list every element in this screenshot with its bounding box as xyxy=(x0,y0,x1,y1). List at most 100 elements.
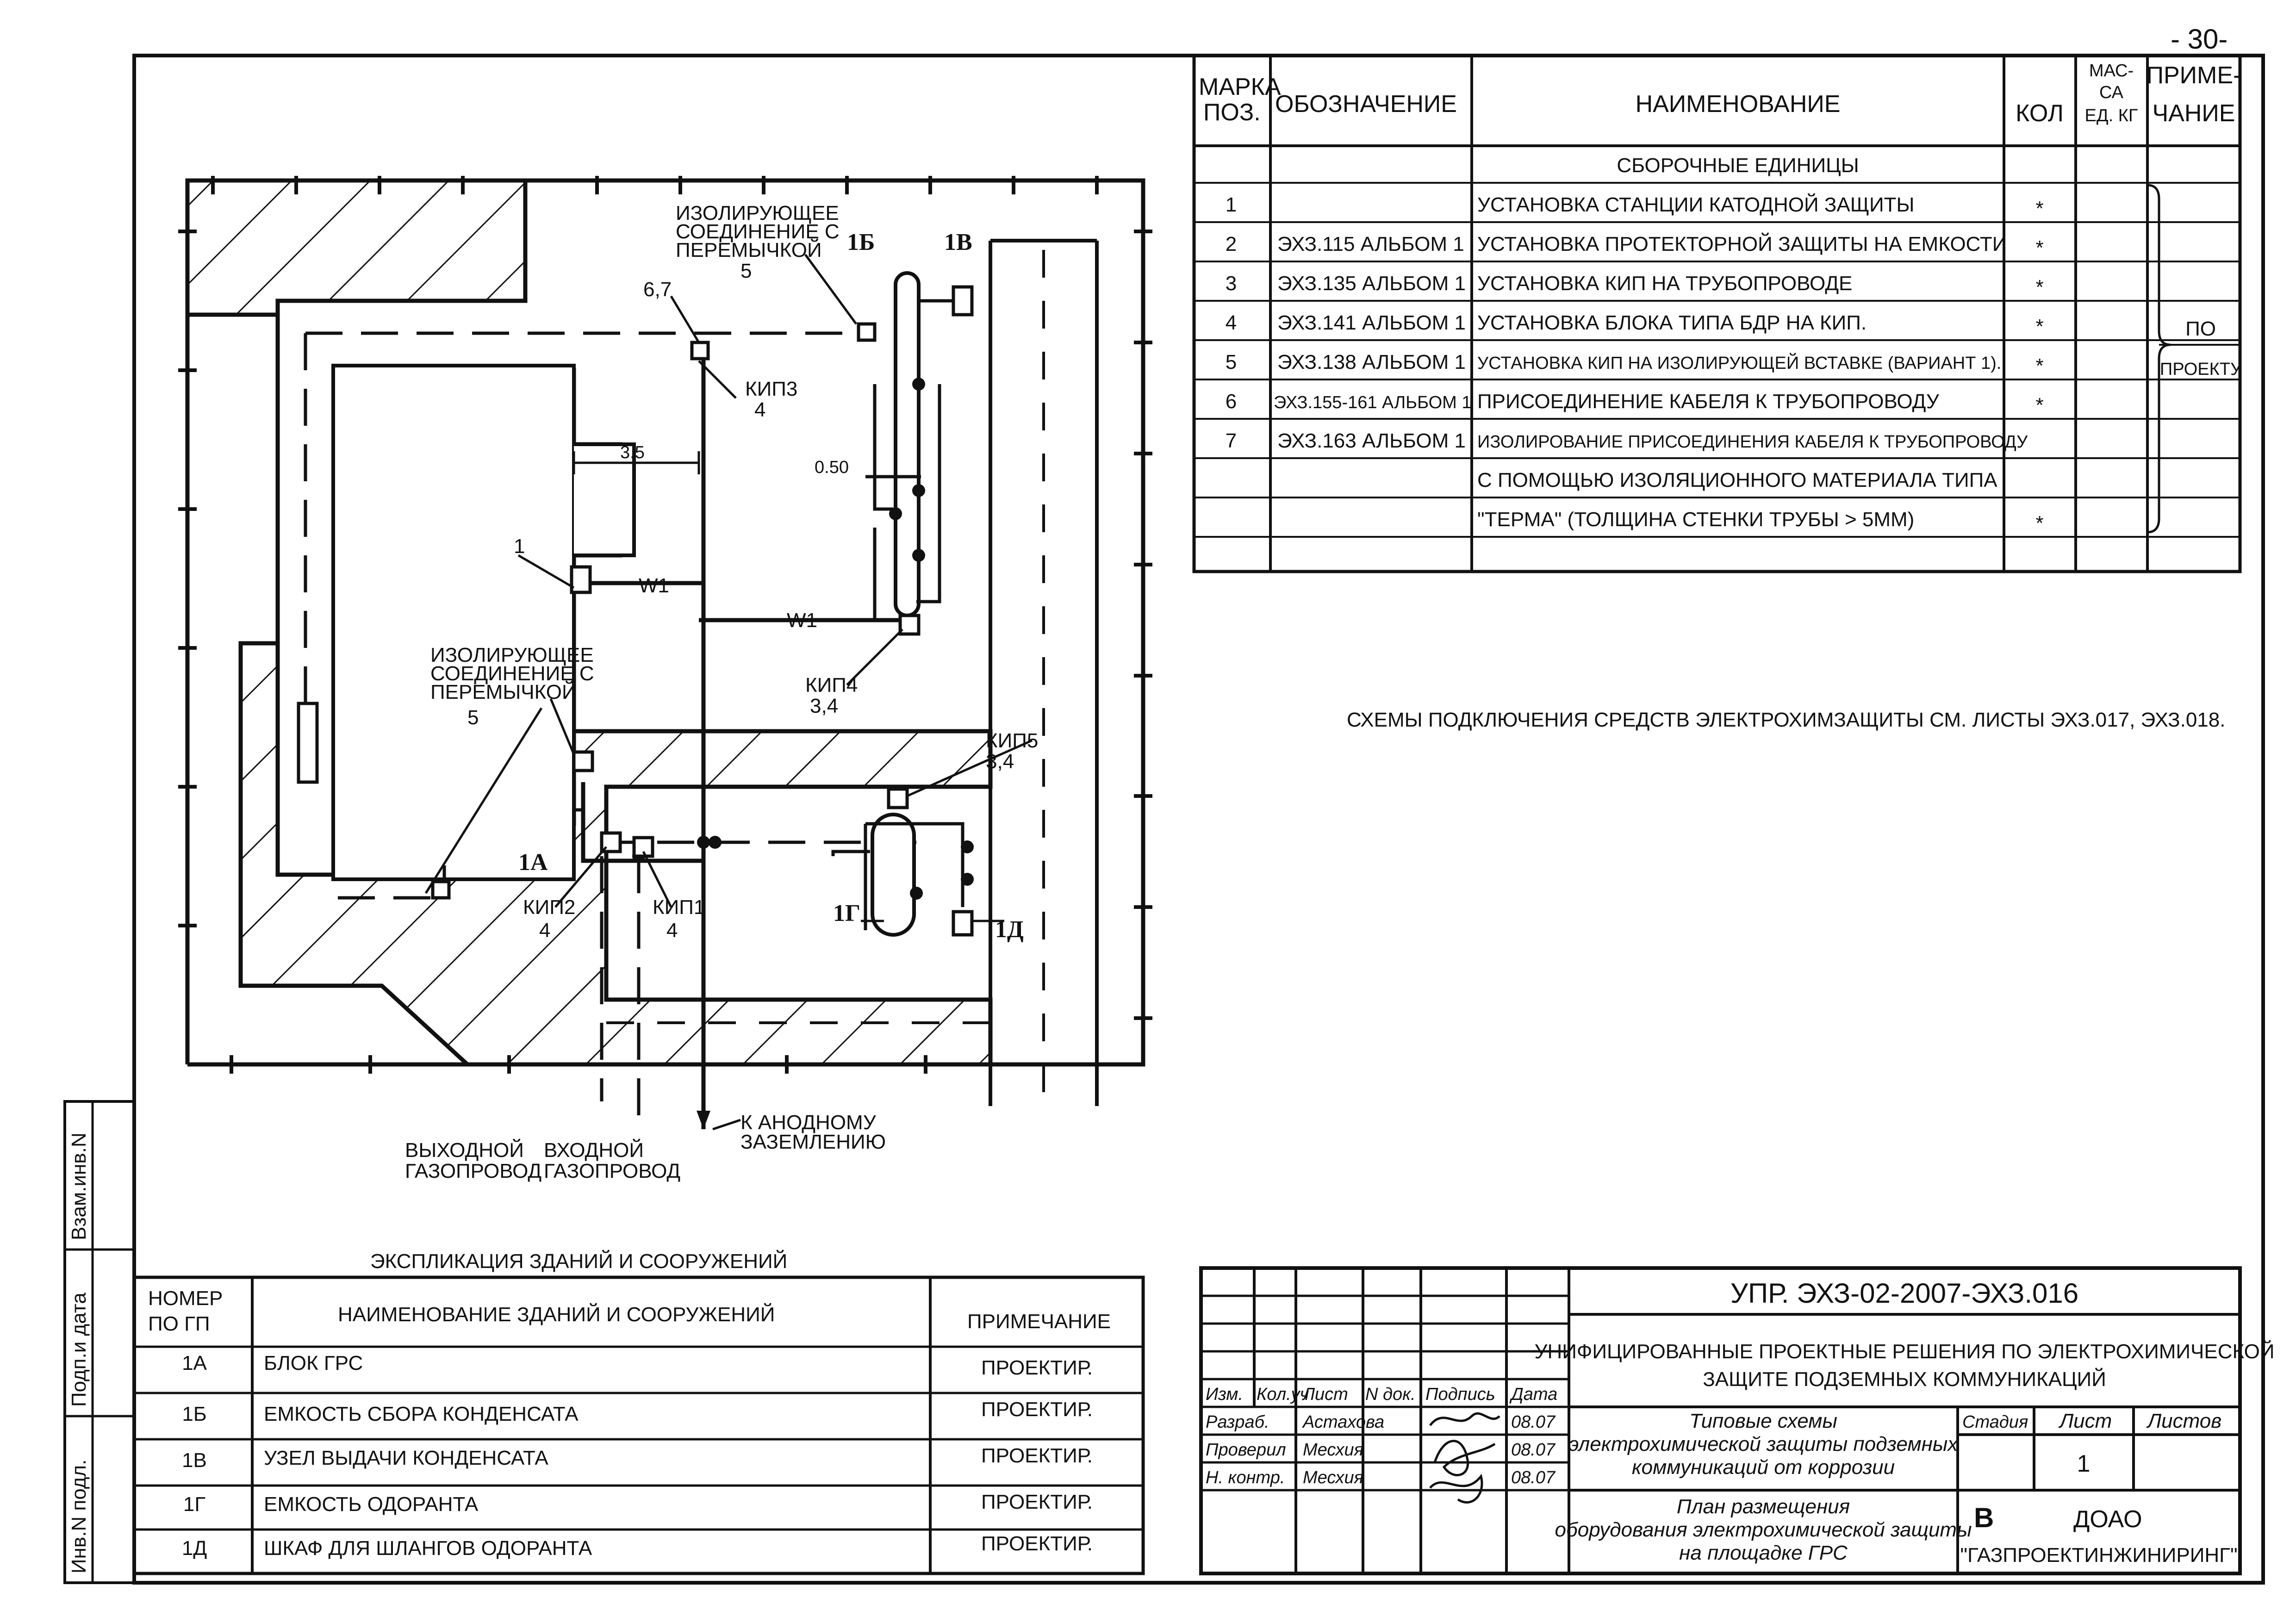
tb-name-3: Месхия xyxy=(1303,1468,1363,1487)
label-6-7: 6,7 xyxy=(643,278,672,301)
tb-project-1: УНИФИЦИРОВАННЫЕ ПРОЕКТНЫЕ РЕШЕНИЯ ПО ЭЛЕ… xyxy=(1535,1339,2275,1363)
kip4-box xyxy=(898,614,921,636)
spec-note-brace xyxy=(2147,184,2171,534)
kip1-label-2: 4 xyxy=(666,919,678,942)
tb-project-2: ЗАЩИТЕ ПОДЗЕМНЫХ КОММУНИКАЦИЙ xyxy=(1703,1367,2106,1391)
tb-role-2: Проверил xyxy=(1206,1440,1286,1460)
kip1-label-1: КИП1 xyxy=(653,896,705,919)
kip3-label-2: 4 xyxy=(754,398,765,421)
ins-joint2-label-2: СОЕДИНЕНИЕ С xyxy=(430,662,594,685)
expl-note-3: ПРОЕКТИР. xyxy=(981,1444,1093,1467)
expl-num-2: 1Б xyxy=(182,1403,206,1425)
expl-head-name: НАИМЕНОВАНИЕ ЗДАНИЙ И СООРУЖЕНИЙ xyxy=(338,1302,775,1326)
outlet-label-1: ВЫХОДНОЙ xyxy=(405,1138,524,1162)
w1-a: W1 xyxy=(639,574,669,597)
expl-note-2: ПРОЕКТИР. xyxy=(981,1398,1093,1421)
ins-joint-box-2 xyxy=(857,322,877,342)
tb-col-koluch: Кол.уч xyxy=(1257,1385,1309,1404)
kip3-box xyxy=(690,341,710,361)
kip5-box xyxy=(887,787,909,809)
spec-section-title: СБОРОЧНЫЕ ЕДИНИЦЫ xyxy=(1617,154,1859,177)
expl-name-1: БЛОК ГРС xyxy=(264,1352,363,1374)
label-1b: 1Б xyxy=(847,229,875,255)
spec-qty-9: * xyxy=(2035,512,2043,535)
inlet-label-1: ВХОДНОЙ xyxy=(544,1138,644,1162)
expl-head-num-2: ПО ГП xyxy=(148,1312,210,1335)
inlet-label-2: ГАЗОПРОВОД xyxy=(544,1160,680,1182)
spec-rows: 1 УСТАНОВКА СТАНЦИИ КАТОДНОЙ ЗАЩИТЫ * 2 … xyxy=(1226,193,2044,535)
label-1a: 1А xyxy=(518,849,548,876)
rect-left xyxy=(297,702,319,784)
spec-name-8: С ПОМОЩЬЮ ИЗОЛЯЦИОННОГО МАТЕРИАЛА ТИПА xyxy=(1477,469,1997,491)
tb-sheet-title-3: на площадке ГРС xyxy=(1679,1542,1848,1564)
outlet-label-2: ГАЗОПРОВОД xyxy=(405,1160,541,1182)
kip5-label-2: 3,4 xyxy=(986,750,1014,773)
label-1d: 1Д xyxy=(995,916,1024,943)
tb-sheet-value: 1 xyxy=(2077,1450,2091,1477)
ins-joint-box-3 xyxy=(431,880,451,900)
tb-org-2: "ГАЗПРОЕКТИНЖИНИРИНГ" xyxy=(1960,1544,2237,1567)
tb-name-2: Месхия xyxy=(1303,1440,1363,1460)
hatched-structure xyxy=(185,178,993,1067)
spec-head-mass-2: СА xyxy=(2099,83,2124,102)
ins-joint-label-4: 5 xyxy=(740,260,752,282)
tank-1b xyxy=(894,271,921,617)
spec-note-2: ПРОЕКТУ xyxy=(2160,360,2242,379)
cable-lines xyxy=(304,331,926,1120)
spec-pos-1: 1 xyxy=(1226,193,1237,216)
spec-qty-1: * xyxy=(2035,197,2043,220)
spec-name-3: УСТАНОВКА КИП НА ТРУБОПРОВОДЕ xyxy=(1477,272,1852,295)
expl-num-3: 1В xyxy=(182,1449,207,1472)
page-number: - 30- xyxy=(2171,24,2228,55)
ins-joint-box xyxy=(572,750,594,772)
kip2-label-1: КИП2 xyxy=(523,896,575,919)
expl-name-4: ЕМКОСТЬ ОДОРАНТА xyxy=(264,1493,479,1516)
spec-pos-5: 5 xyxy=(1226,351,1237,373)
anode-label-1: К АНОДНОМУ xyxy=(740,1111,877,1134)
spec-table: МАРКА ПОЗ. ОБОЗНАЧЕНИЕ НАИМЕНОВАНИЕ КОЛ … xyxy=(1192,54,2242,573)
kip4-label-1: КИП4 xyxy=(805,674,858,696)
tb-date-1: 08.07 xyxy=(1511,1412,1556,1432)
tb-col-ndok: N док. xyxy=(1365,1385,1416,1404)
site-plan: 3.5 0.50 ИЗОЛИРУЮЩЕЕ СОЕДИНЕНИЕ С ПЕРЕМЫ… xyxy=(178,176,1152,1182)
spec-name-5: УСТАНОВКА КИП НА ИЗОЛИРУЮЩЕЙ ВСТАВКЕ (ВА… xyxy=(1477,352,2001,373)
side-stamp-inv: Инв.N подл. xyxy=(68,1460,90,1573)
tb-role-1: Разраб. xyxy=(1206,1412,1269,1432)
spec-head-note-2: ЧАНИЕ xyxy=(2153,100,2235,127)
signatures xyxy=(1429,1412,1500,1504)
tb-date-3: 08.07 xyxy=(1511,1468,1556,1487)
side-stamp: Инв.N подл. Подп.и дата Взам.инв.N xyxy=(63,1100,136,1584)
tb-sheet-label: Лист xyxy=(2058,1410,2112,1432)
tb-sheet-title-1: План размещения xyxy=(1677,1495,1850,1518)
tb-name-1: Астахова xyxy=(1302,1412,1384,1432)
expl-note-1: ПРОЕКТИР. xyxy=(981,1356,1093,1379)
road xyxy=(989,239,1099,1106)
ins-joint-label-2: СОЕДИНЕНИЕ С xyxy=(676,220,840,243)
spec-name-6: ПРИСОЕДИНЕНИЕ КАБЕЛЯ К ТРУБОПРОВОДУ xyxy=(1477,390,1940,413)
spec-qty-3: * xyxy=(2035,276,2043,298)
expl-num-1: 1А xyxy=(182,1352,207,1374)
title-block: Изм. Кол.уч Лист N док. Подпись Дата Раз… xyxy=(1199,1266,2275,1575)
spec-head-mass-1: МАС- xyxy=(2089,61,2134,81)
expl-name-2: ЕМКОСТЬ СБОРА КОНДЕНСАТА xyxy=(264,1403,579,1425)
tb-col-date: Дата xyxy=(1509,1385,1557,1404)
spec-head-note-1: ПРИМЕ- xyxy=(2147,62,2241,89)
box-1d xyxy=(952,910,974,937)
explication-title: ЭКСПЛИКАЦИЯ ЗДАНИЙ И СООРУЖЕНИЙ xyxy=(370,1249,787,1273)
tb-col-sign: Подпись xyxy=(1425,1385,1495,1404)
anode-label-2: ЗАЗЕМЛЕНИЮ xyxy=(740,1131,886,1153)
spec-name-9: "ТЕРМА" (ТОЛЩИНА СТЕНКИ ТРУБЫ > 5ММ) xyxy=(1477,508,1914,531)
spec-des-7: ЭХЗ.163 АЛЬБОМ 1 xyxy=(1277,429,1466,452)
tank-1g xyxy=(871,813,916,937)
ins-joint2-label-4: 5 xyxy=(467,706,479,729)
spec-head-mark-2: ПОЗ. xyxy=(1203,99,1261,126)
spec-name-7: ИЗОЛИРОВАНИЕ ПРИСОЕДИНЕНИЯ КАБЕЛЯ К ТРУБ… xyxy=(1477,432,2028,452)
tb-doc-title-2: электрохимической защиты подземных xyxy=(1569,1433,1959,1455)
expl-head-note: ПРИМЕЧАНИЕ xyxy=(967,1310,1111,1333)
ins-joint-label-1: ИЗОЛИРУЮЩЕЕ xyxy=(676,202,839,224)
spec-head-mass-3: ЕД. КГ xyxy=(2085,106,2138,125)
spec-des-2: ЭХЗ.115 АЛЬБОМ 1 xyxy=(1277,233,1464,255)
building-1a xyxy=(331,364,576,881)
tb-col-list: Лист xyxy=(1301,1385,1348,1404)
